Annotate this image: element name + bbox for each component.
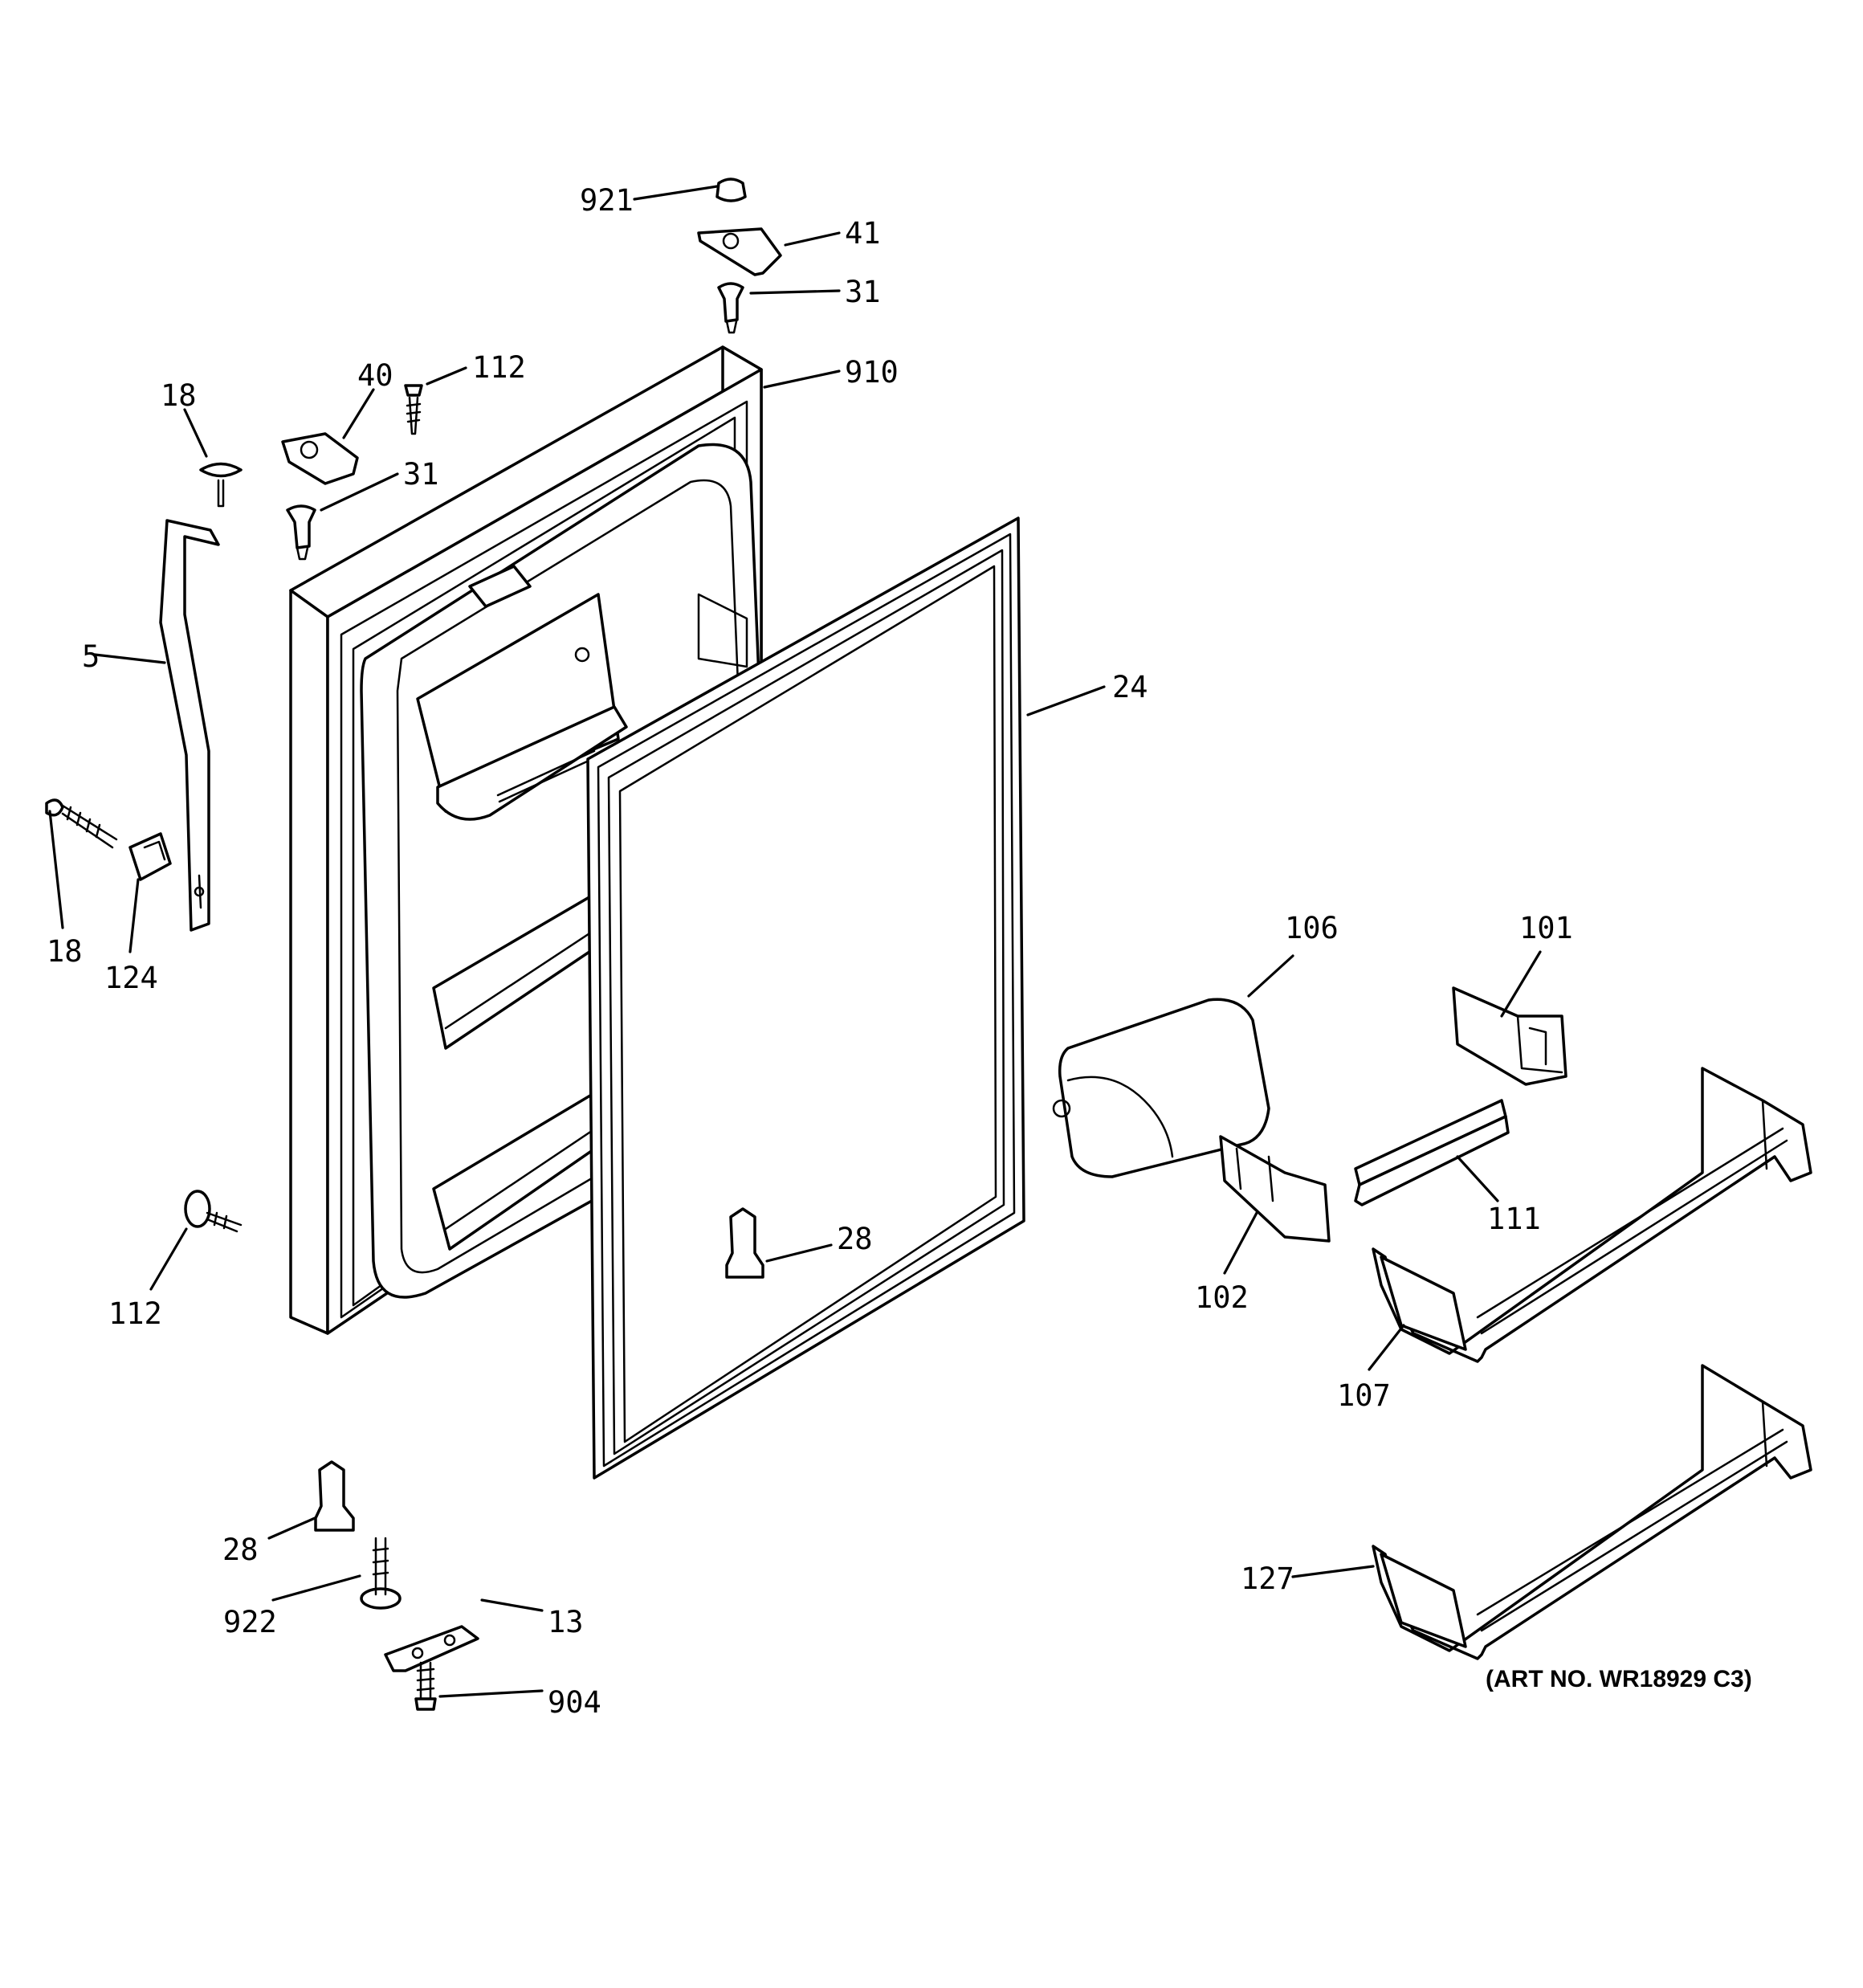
callout-13: 13 bbox=[548, 1605, 584, 1639]
leader-127 bbox=[1291, 1565, 1375, 1578]
hinge-cover-41 bbox=[697, 227, 782, 276]
door-stop-28-upper bbox=[725, 1207, 764, 1279]
leader-41 bbox=[784, 231, 841, 247]
hinge-bushing-31-left bbox=[286, 504, 316, 561]
hinge-cover-40 bbox=[281, 432, 359, 485]
callout-112: 112 bbox=[108, 1296, 162, 1331]
callout-102: 102 bbox=[1195, 1280, 1249, 1315]
leader-lines bbox=[48, 185, 1542, 1698]
leader-31-left bbox=[320, 472, 399, 512]
leader-18-top bbox=[183, 408, 208, 458]
leader-112-lower bbox=[149, 1227, 188, 1291]
screw-112-top bbox=[404, 384, 423, 435]
dairy-compartment-106 bbox=[1052, 998, 1270, 1178]
hinge-bracket-13 bbox=[384, 1625, 479, 1672]
leader-124 bbox=[128, 878, 140, 953]
screw-904 bbox=[414, 1661, 437, 1711]
callout-31: 31 bbox=[403, 457, 439, 492]
door-gasket bbox=[586, 516, 1025, 1480]
callout-28: 28 bbox=[222, 1533, 259, 1567]
leader-921 bbox=[633, 185, 719, 201]
callout-106: 106 bbox=[1285, 911, 1339, 945]
leader-13 bbox=[480, 1598, 544, 1612]
leader-112-top bbox=[426, 366, 467, 386]
callout-28: 28 bbox=[837, 1222, 873, 1256]
callout-921: 921 bbox=[580, 183, 634, 218]
leader-40 bbox=[342, 388, 375, 439]
leader-910 bbox=[763, 369, 841, 389]
leader-102 bbox=[1223, 1211, 1258, 1275]
callout-40: 40 bbox=[357, 358, 393, 393]
callout-127: 127 bbox=[1241, 1561, 1294, 1596]
door-shelf-upper bbox=[416, 593, 628, 821]
leader-5 bbox=[93, 653, 166, 664]
callout-41: 41 bbox=[845, 216, 881, 251]
callout-24: 24 bbox=[1112, 670, 1148, 704]
door-stop-28-lower bbox=[314, 1460, 355, 1532]
leader-31-top bbox=[749, 289, 841, 295]
callout-31: 31 bbox=[845, 275, 881, 309]
screw-18-left bbox=[45, 798, 118, 849]
callout-18: 18 bbox=[47, 934, 83, 969]
callout-124: 124 bbox=[104, 961, 158, 995]
leader-111 bbox=[1456, 1155, 1499, 1202]
screw-18-top bbox=[199, 462, 243, 508]
leader-18-left bbox=[48, 810, 64, 929]
leader-101 bbox=[1500, 950, 1542, 1018]
callout-18: 18 bbox=[161, 378, 197, 413]
callout-910: 910 bbox=[845, 355, 899, 390]
washer-922 bbox=[360, 1537, 402, 1610]
door-bin-127 bbox=[1372, 1364, 1812, 1660]
leader-904 bbox=[438, 1689, 544, 1698]
callout-107: 107 bbox=[1337, 1378, 1391, 1413]
bin-rail-111 bbox=[1354, 1099, 1510, 1206]
hinge-bushing-31-top bbox=[717, 282, 744, 334]
callout-112: 112 bbox=[472, 350, 526, 385]
leader-107 bbox=[1368, 1324, 1405, 1371]
screw-112-lower bbox=[184, 1190, 243, 1233]
art-number: (ART NO. WR18929 C3) bbox=[1486, 1666, 1752, 1692]
plug-button-921 bbox=[715, 178, 747, 202]
leader-28-lower bbox=[267, 1517, 316, 1540]
callout-922: 922 bbox=[223, 1605, 277, 1639]
bin-end-cap-102 bbox=[1219, 1135, 1331, 1243]
leader-28-upper bbox=[765, 1243, 833, 1263]
callout-101: 101 bbox=[1519, 911, 1573, 945]
door-handle-5 bbox=[159, 519, 220, 932]
callout-904: 904 bbox=[548, 1685, 601, 1720]
callout-111: 111 bbox=[1487, 1202, 1541, 1236]
handle-clip-124 bbox=[128, 832, 172, 881]
leader-24 bbox=[1026, 685, 1106, 716]
door-bin-107 bbox=[1372, 1067, 1812, 1363]
bin-end-cap-101 bbox=[1452, 986, 1567, 1086]
leader-922 bbox=[271, 1574, 361, 1602]
callout-5: 5 bbox=[82, 639, 100, 674]
callout-labels: 921 41 31 910 112 40 18 31 5 24 18 124 1… bbox=[47, 183, 1573, 1720]
leader-106 bbox=[1247, 954, 1294, 998]
